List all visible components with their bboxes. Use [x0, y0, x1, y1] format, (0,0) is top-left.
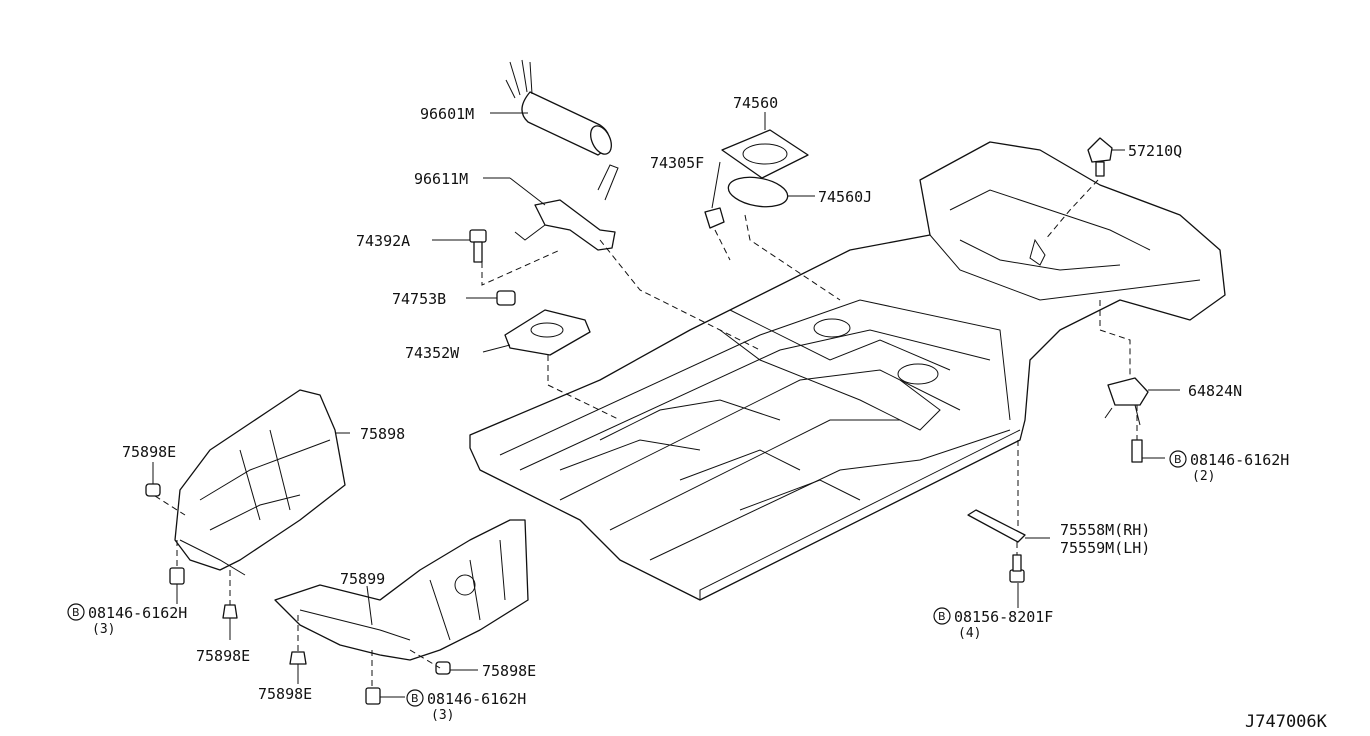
bracket-75558M [967, 509, 1026, 543]
bracket-64824N [1104, 377, 1149, 463]
under-cover-75899 [274, 519, 529, 661]
label-74560J: 74560J [818, 188, 872, 206]
label-96611M: 96611M [414, 170, 468, 188]
nut-74753B [496, 290, 516, 306]
label-74560: 74560 [733, 94, 778, 112]
bolt-symbol-rear: B [1169, 450, 1187, 468]
label-08146-bottom: 08146-6162H [427, 690, 526, 708]
clip-74305F [704, 207, 725, 229]
seal-74560J [727, 176, 789, 208]
label-64824N: 64824N [1188, 382, 1242, 400]
plug-74560 [721, 129, 809, 179]
bolt-symbol-bottom: B [406, 689, 424, 707]
label-74753B: 74753B [392, 290, 446, 308]
mount-74352W [504, 309, 591, 356]
label-96601M: 96601M [420, 105, 474, 123]
bolt-symbol-left-letter: B [72, 606, 80, 619]
bolt-74392A [469, 229, 487, 263]
label-75898E-b: 75898E [196, 647, 250, 665]
bracket-96611M [514, 164, 619, 251]
clip-75898E-c [289, 651, 307, 665]
bolt-symbol-rear-letter: B [1174, 453, 1182, 466]
label-74305F: 74305F [650, 154, 704, 172]
label-75898: 75898 [360, 425, 405, 443]
label-57210Q: 57210Q [1128, 142, 1182, 160]
bolt-symbol-08156: B [933, 607, 951, 625]
label-08156-qty: (4) [958, 626, 981, 641]
label-74392A: 74392A [356, 232, 410, 250]
clip-75898E-d [435, 661, 451, 675]
label-75559M: 75559M(LH) [1060, 539, 1150, 557]
label-08146-bottom-qty: (3) [431, 708, 454, 723]
label-74352W: 74352W [405, 344, 460, 362]
dashed-lines [154, 179, 1138, 688]
leader-lines [152, 112, 1180, 698]
part-labels: 96601M 96611M 74392A 74753B 74352W 74560… [67, 94, 1328, 732]
label-08146-left: 08146-6162H [88, 604, 187, 622]
label-75899: 75899 [340, 570, 385, 588]
canister-96601M [505, 59, 612, 156]
label-75898E-d: 75898E [258, 685, 312, 703]
clip-75898E-b [222, 604, 238, 619]
label-08146-rear: 08146-6162H [1190, 451, 1289, 469]
diagram-code: J747006K [1245, 712, 1328, 732]
under-cover-75898 [174, 389, 346, 576]
label-75558M: 75558M(RH) [1060, 521, 1150, 539]
label-08146-rear-qty: (2) [1192, 469, 1215, 484]
bolt-57210Q [1087, 137, 1113, 177]
bolt-symbol-08156-letter: B [938, 610, 946, 623]
bolt-08146-left [169, 567, 185, 585]
clip-75898E-a [145, 483, 161, 497]
bolt-symbol-left: B [67, 603, 85, 621]
label-08146-left-qty: (3) [92, 622, 115, 637]
label-08156: 08156-8201F [954, 608, 1053, 626]
label-75898E-c: 75898E [482, 662, 536, 680]
label-75898E-a: 75898E [122, 443, 176, 461]
bolt-symbol-bottom-letter: B [411, 692, 419, 705]
floor-panel [469, 141, 1226, 601]
bolt-08156 [1009, 554, 1025, 583]
bolt-08146-bottom [365, 687, 381, 705]
